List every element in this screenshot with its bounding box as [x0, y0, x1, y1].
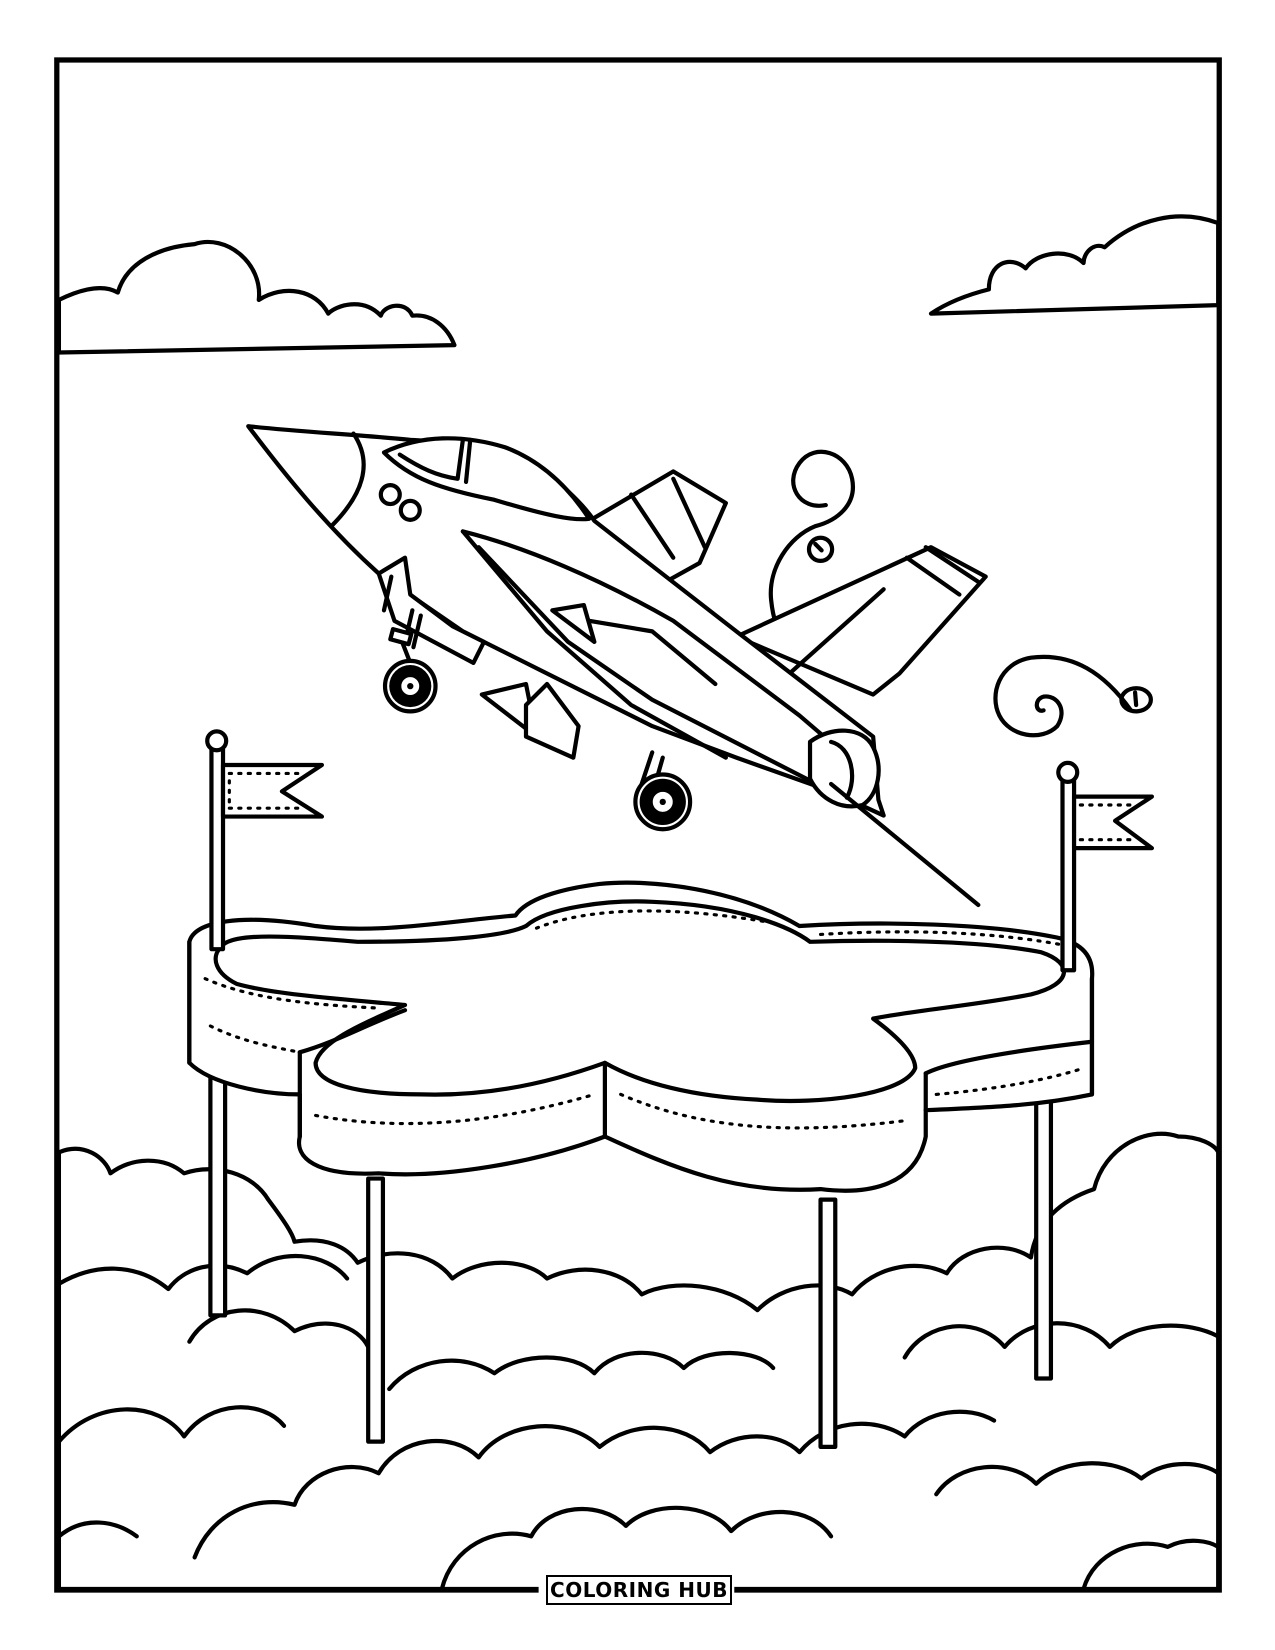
flag-left — [205, 729, 325, 952]
cloud-top-left — [56, 240, 457, 355]
platform — [187, 880, 1095, 1193]
fighter-jet — [246, 424, 988, 908]
cloud-top-right — [928, 214, 1221, 316]
flag-right — [1056, 760, 1155, 973]
coloring-hub-logo: COLORING HUB — [546, 1575, 732, 1605]
platform-poles — [208, 1029, 1054, 1450]
swirl-right — [993, 654, 1153, 738]
swirl-upper — [768, 449, 856, 645]
cloud-bank-bottom — [56, 1131, 1221, 1592]
